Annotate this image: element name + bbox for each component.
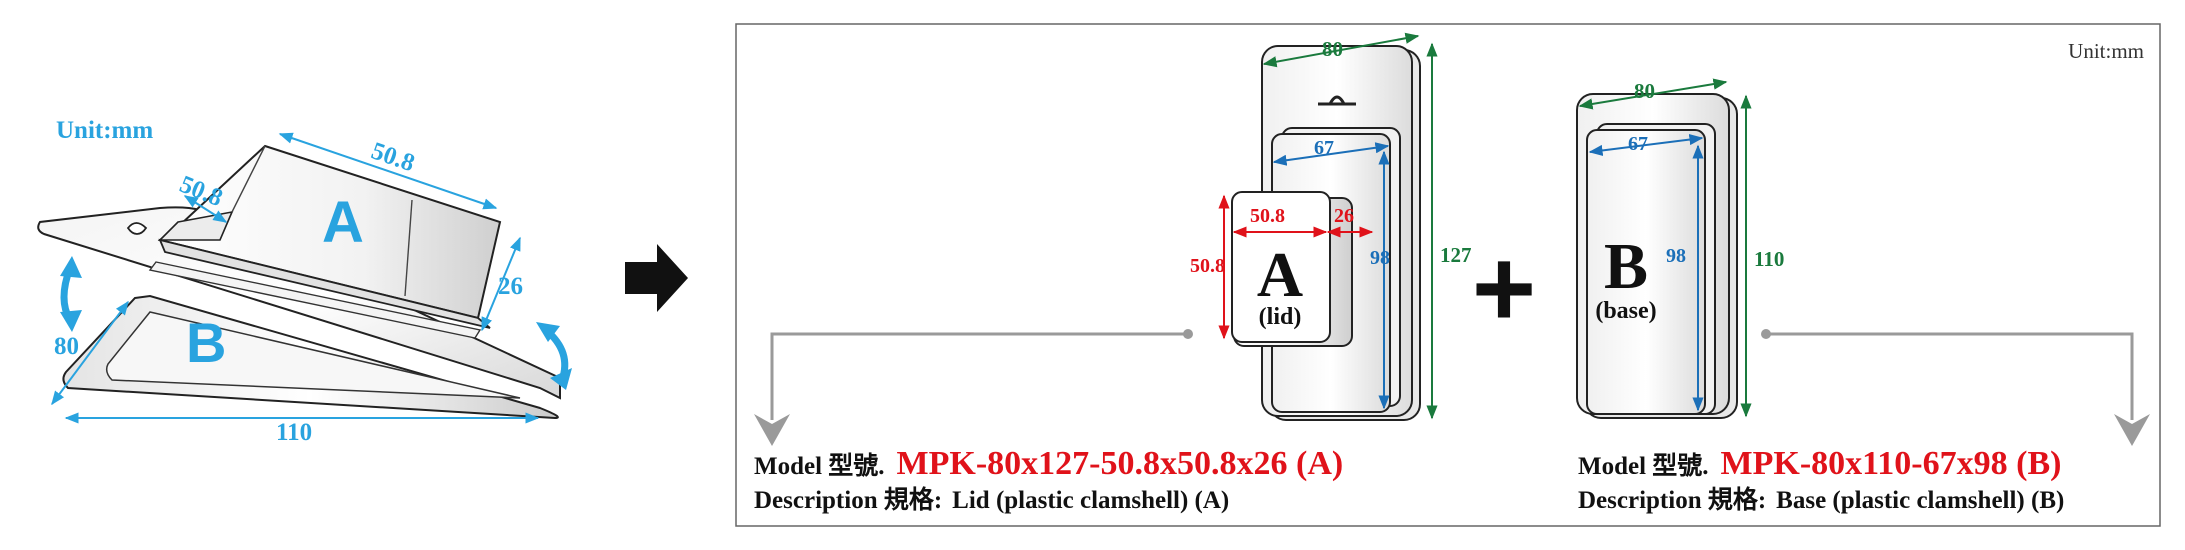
leader-line-a bbox=[754, 329, 1193, 446]
lid-cavity-depth: 26 bbox=[1334, 205, 1354, 227]
lid-box-rail bbox=[148, 261, 482, 339]
left-part-b-label: B bbox=[186, 311, 226, 374]
desc-b-label: Description 規格: bbox=[1578, 485, 1766, 514]
base-card bbox=[1576, 93, 1738, 419]
left-dim-length: 110 bbox=[276, 419, 312, 446]
base-card-height: 110 bbox=[1754, 247, 1784, 271]
leader-line-b bbox=[1761, 329, 2150, 446]
lid-card-width: 80 bbox=[1322, 37, 1343, 61]
model-a-value: MPK-80x127-50.8x50.8x26 (A) bbox=[897, 445, 1344, 482]
lid-card-outline bbox=[37, 206, 561, 400]
lid-inner-height: 98 bbox=[1370, 247, 1390, 269]
desc-a-value: Lid (plastic clamshell) (A) bbox=[952, 487, 1229, 514]
left-3d-view: Unit:mm A B 50.8 50.8 26 80 110 bbox=[37, 117, 572, 446]
spec-panel-frame bbox=[735, 23, 2161, 527]
model-b-line: Model 型號. MPK-80x110-67x98 (B) bbox=[1578, 445, 2061, 482]
desc-a-label: Description 規格: bbox=[754, 485, 942, 514]
base-inner-width: 67 bbox=[1628, 133, 1648, 155]
desc-a-line: Description 規格: Lid (plastic clamshell) … bbox=[754, 485, 1229, 514]
panel-unit-label: Unit:mm bbox=[2068, 39, 2144, 63]
model-b-label: Model 型號. bbox=[1578, 452, 1709, 480]
right-arrow-icon bbox=[625, 244, 688, 312]
model-a-label: Model 型號. bbox=[754, 452, 885, 480]
left-dim-a-depth: 26 bbox=[498, 273, 523, 300]
spec-panel: Unit:mm 80 127 67 98 50.8 26 50.8 A (lid… bbox=[735, 23, 2161, 527]
hanger-hole bbox=[126, 222, 148, 235]
left-part-a-label: A bbox=[322, 190, 364, 255]
lid-card-height: 127 bbox=[1440, 243, 1472, 267]
desc-b-line: Description 規格: Base (plastic clamshell)… bbox=[1578, 485, 2064, 514]
left-unit-label: Unit:mm bbox=[56, 117, 153, 144]
model-a-line: Model 型號. MPK-80x127-50.8x50.8x26 (A) bbox=[754, 445, 1343, 482]
base-card-width: 80 bbox=[1634, 79, 1655, 103]
desc-b-value: Base (plastic clamshell) (B) bbox=[1776, 487, 2064, 514]
model-b-value: MPK-80x110-67x98 (B) bbox=[1721, 445, 2062, 482]
base-sub: (base) bbox=[1595, 298, 1656, 324]
lid-cavity-width: 50.8 bbox=[1250, 205, 1285, 227]
left-dim-width: 80 bbox=[54, 333, 79, 360]
lid-letter: A bbox=[1257, 239, 1303, 310]
plus-sign: + bbox=[1472, 227, 1536, 350]
lid-hanger-slot bbox=[1318, 95, 1356, 106]
lid-cavity-height: 50.8 bbox=[1190, 255, 1225, 277]
lid-inner-width: 67 bbox=[1314, 137, 1334, 159]
lid-sub: (lid) bbox=[1259, 304, 1302, 330]
base-letter: B bbox=[1604, 230, 1648, 303]
left-dim-a-length: 50.8 bbox=[368, 137, 418, 177]
base-inner-height: 98 bbox=[1666, 245, 1686, 267]
